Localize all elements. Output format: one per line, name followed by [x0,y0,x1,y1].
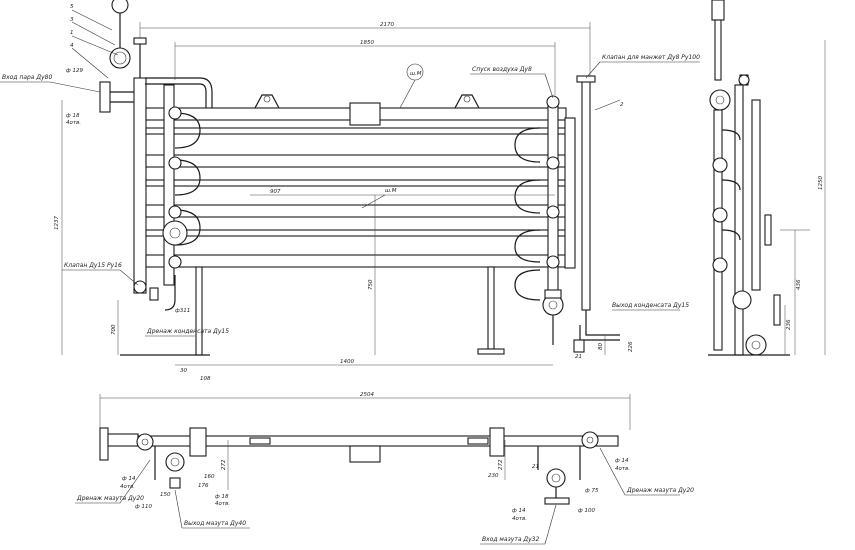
callout-leaders [71,9,621,209]
dim-phi311: ф311 [175,308,190,314]
dim-21: 21 [575,354,582,360]
side-view: 1250 436 236 [708,0,826,356]
dim-226: 226 [628,341,634,352]
dim-230: 230 [488,473,499,479]
label-phi14-2: ф 14 [615,458,629,464]
tube-bundle [145,107,567,268]
callout-shm-2: ш.М [385,188,397,194]
label-mazut-out: Выход мазута Ду40 [184,520,246,527]
dim-272: 272 [498,459,504,470]
dim-30: 30 [180,368,187,374]
dim-1250: 1250 [818,176,824,190]
label-valve-top: Клапан для манжет Ду8 Ру100 [602,54,700,61]
dim-700: 700 [111,324,117,335]
dim-1850: 1850 [360,40,374,46]
callout-3: 3 [70,17,74,23]
plan-view: 2504 272 272 160 176 150 230 21 [75,392,694,545]
front-view: 2170 1850 [0,0,700,382]
label-phi18-1b: 4отв. [66,120,81,126]
dim-2170: 2170 [380,22,394,28]
dim-1400: 1400 [340,359,354,365]
dim-108: 108 [200,376,211,382]
callout-shm: ш.М [410,71,422,77]
label-phi18-2b: 4отв. [215,501,230,507]
label-phi75: ф 75 [585,488,599,494]
callout-2: 2 [620,102,624,108]
label-drain-mazut-left: Дренаж мазута Ду20 [76,495,144,502]
label-phi14-1: ф 14 [122,476,136,482]
dim-150: 150 [160,492,171,498]
dim-1237: 1237 [54,216,60,230]
label-drain-mazut-right: Дренаж мазута Ду20 [626,487,694,494]
dim-21-plan: 21 [532,464,539,470]
dim-2504: 2504 [360,392,374,398]
dim-160: 160 [204,474,215,480]
label-cond-out: Выход конденсата Ду15 [612,302,689,309]
label-outlet-air: Спуск воздуха Ду8 [472,66,532,73]
dim-436: 436 [796,279,802,290]
callout-4: 4 [70,43,74,49]
label-phi100: ф 100 [578,508,595,514]
label-phi110: ф 110 [135,504,152,510]
label-cond-drain: Дренаж конденсата Ду15 [146,328,229,335]
label-phi14-3: ф 14 [512,508,526,514]
dim-272-left: 272 [221,459,227,470]
dim-176: 176 [198,483,209,489]
label-phi14-2b: 4отв. [615,466,630,472]
dim-80: 80 [598,343,604,350]
label-phi129: ф 129 [66,68,83,74]
dim-236: 236 [786,319,792,330]
label-phi14-1b: 4отв. [120,484,135,490]
label-valve-left: Клапан Ду15 Ру16 [64,262,122,269]
callout-1: 1 [70,30,74,36]
label-phi14-3b: 4отв. [512,516,527,522]
label-steam-in: Вход пара Ду80 [2,74,52,81]
callout-5: 5 [70,4,74,10]
dim-907: 907 [270,189,281,195]
label-phi18-2: ф 18 [215,494,229,500]
label-phi18-1: ф 18 [66,113,80,119]
dim-750: 750 [368,279,374,290]
label-mazut-in: Вход мазута Ду32 [482,536,539,543]
